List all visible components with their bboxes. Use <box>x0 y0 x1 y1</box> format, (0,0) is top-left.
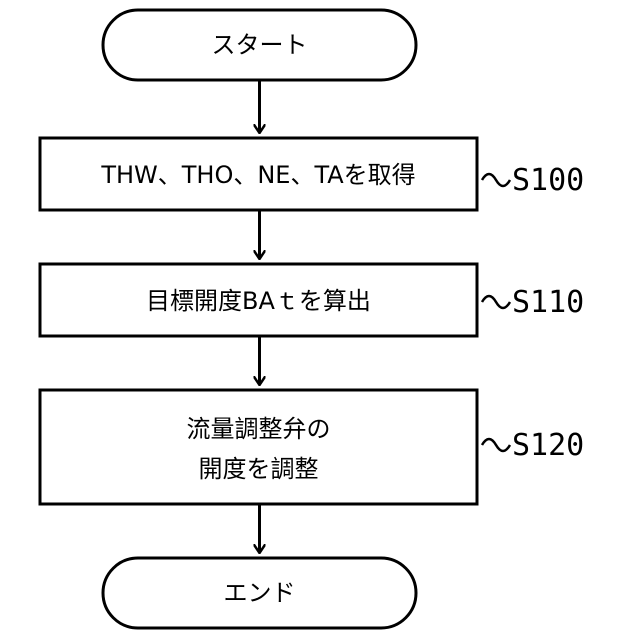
start-terminal: スタート <box>103 10 416 80</box>
process-s100-text: THW、THO、NE、TAを取得 <box>100 161 415 189</box>
process-box-s100: THW、THO、NE、TAを取得 <box>40 138 477 210</box>
step-connector-s120 <box>482 439 510 451</box>
step-label-s110: S110 <box>512 285 584 320</box>
process-s120-line-2: 開度を調整 <box>199 455 319 483</box>
end-label: エンド <box>224 579 296 607</box>
end-terminal: エンド <box>103 558 416 628</box>
step-connector-s110 <box>482 296 510 308</box>
step-label-s100: S100 <box>512 163 584 198</box>
process-s120-line-1: 流量調整弁の <box>187 415 331 443</box>
step-label-s120: S120 <box>512 428 584 463</box>
process-box-s120: 流量調整弁の 開度を調整 <box>40 390 477 504</box>
start-label: スタート <box>212 31 308 59</box>
process-box-s110: 目標開度BAｔを算出 <box>40 264 477 336</box>
step-connector-s100 <box>482 174 510 186</box>
process-s110-text: 目標開度BAｔを算出 <box>146 287 371 315</box>
